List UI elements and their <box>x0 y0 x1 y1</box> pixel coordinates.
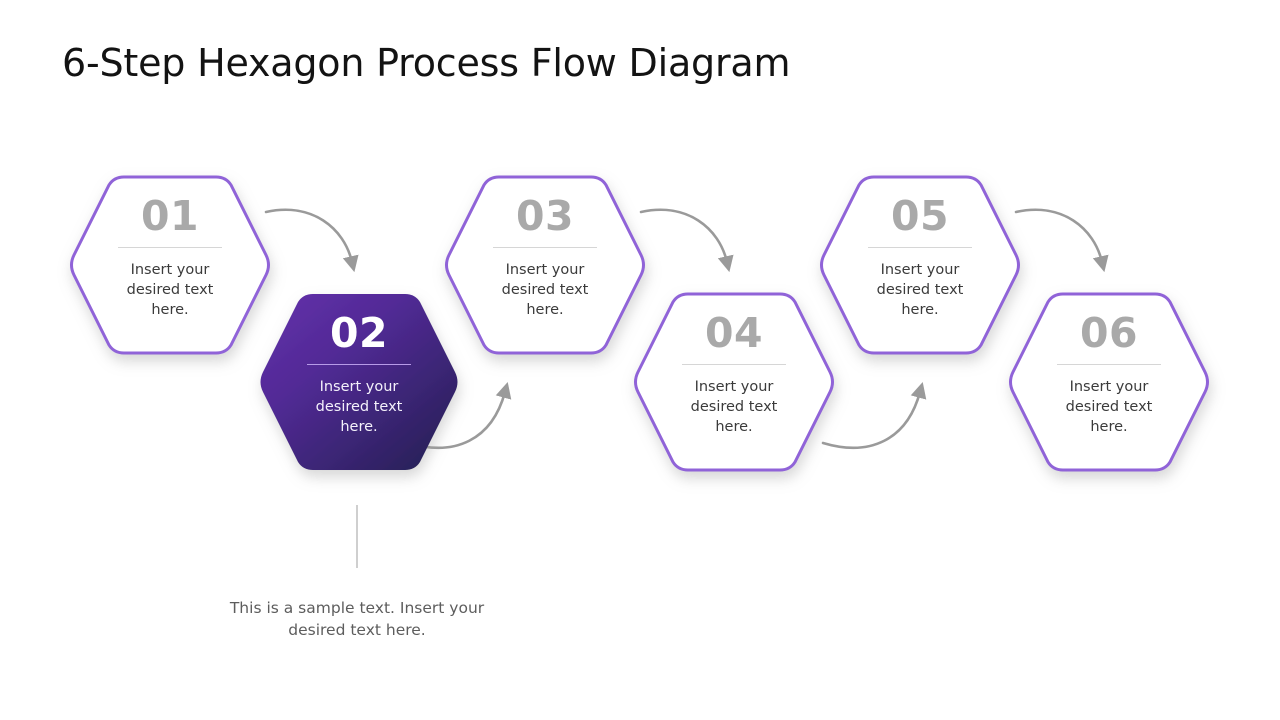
step-text: Insert your desired text here. <box>876 262 964 318</box>
hexagon-shape <box>445 175 645 355</box>
caption-connector-line <box>356 505 358 568</box>
page-title: 6-Step Hexagon Process Flow Diagram <box>62 41 791 85</box>
step-number: 04 <box>704 309 764 357</box>
hexagon-shape <box>1009 292 1209 472</box>
step-divider <box>868 247 972 248</box>
step-divider <box>493 247 597 248</box>
step-hexagon-06[interactable]: 06 Insert your desired text here. <box>1005 289 1213 475</box>
step-text: Insert your desired text here. <box>690 379 778 435</box>
step-hexagon-05[interactable]: 05 Insert your desired text here. <box>816 172 1024 358</box>
step-text: Insert your desired text here. <box>315 379 403 435</box>
step-hexagon-02[interactable]: 02 Insert your desired text here. <box>255 289 463 475</box>
arrow-01-to-02 <box>264 208 359 273</box>
arrow-05-to-06 <box>1014 208 1109 273</box>
step-text: Insert your desired text here. <box>126 262 214 318</box>
step-number: 05 <box>890 192 950 240</box>
hexagon-shape <box>70 175 270 355</box>
step-divider <box>307 364 411 365</box>
step-hexagon-01[interactable]: 01 Insert your desired text here. <box>66 172 274 358</box>
hexagon-shape <box>820 175 1020 355</box>
step-text: Insert your desired text here. <box>501 262 589 318</box>
step-hexagon-04[interactable]: 04 Insert your desired text here. <box>630 289 838 475</box>
step-number: 06 <box>1079 309 1139 357</box>
caption-text: This is a sample text. Insert your desir… <box>229 599 485 639</box>
arrow-03-to-04 <box>639 208 734 273</box>
step-number: 01 <box>140 192 200 240</box>
step-number: 03 <box>515 192 575 240</box>
step-hexagon-03[interactable]: 03 Insert your desired text here. <box>441 172 649 358</box>
hexagon-shape <box>260 294 458 470</box>
step-divider <box>682 364 786 365</box>
step-divider <box>1057 364 1161 365</box>
step-divider <box>118 247 222 248</box>
step-text: Insert your desired text here. <box>1065 379 1153 435</box>
hexagon-shape <box>634 292 834 472</box>
step-number: 02 <box>329 309 389 357</box>
